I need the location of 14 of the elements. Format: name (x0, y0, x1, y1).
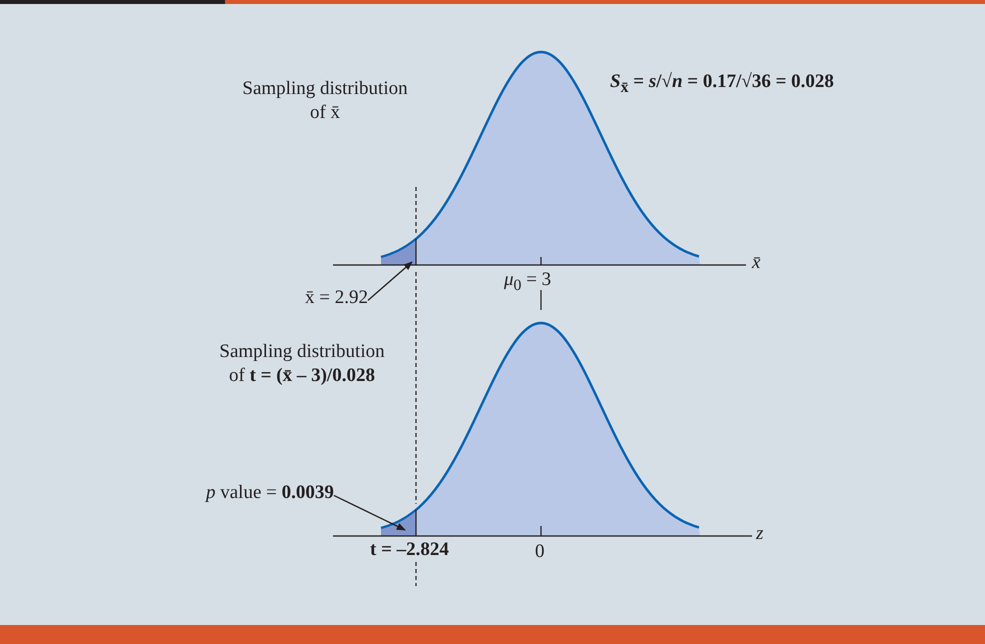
panel-caption: Sampling distribution of x̄ (241, 77, 409, 125)
tick-label: μ$_{0}$ = 3 (504, 268, 552, 296)
panel-caption: Sampling distribution of t = (x̄ – 3)/0.028 (218, 340, 386, 388)
formula: S$_{x̄}$ = s/√n = 0.17/√36 = 0.028 (610, 70, 834, 98)
tick-label: 0 (535, 540, 544, 564)
leader-line (368, 261, 413, 301)
value-label: x̄ = 2.92 (305, 286, 368, 310)
leader-line (334, 494, 406, 531)
axis-label: z (756, 522, 764, 546)
tick-label: t = –2.824 (370, 538, 449, 562)
axis-label: x̄ (752, 251, 760, 275)
value-label: p value = 0.0039 (206, 481, 334, 505)
shaded-tail (381, 240, 416, 265)
shaded-tail (381, 511, 416, 536)
